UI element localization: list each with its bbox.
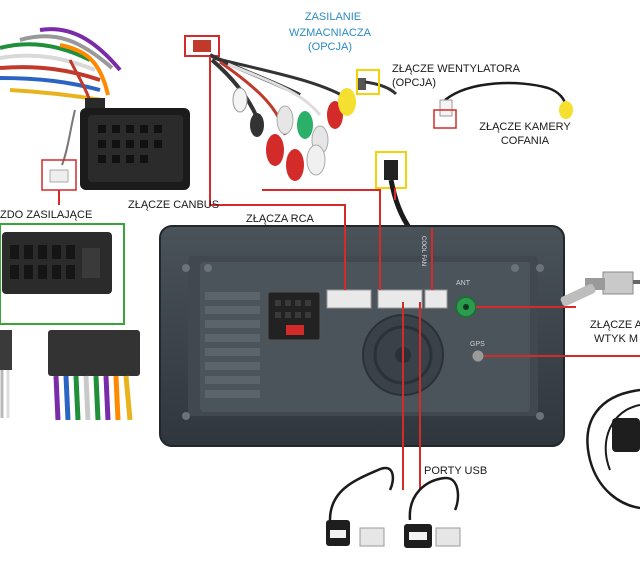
label-fan-connector: ZŁĄCZE WENTYLATORA (OPCJA) <box>392 63 520 89</box>
camera-connector <box>433 81 573 129</box>
rca-socket <box>377 289 423 309</box>
iso-plug-right <box>48 330 140 421</box>
rca-cable-bundle <box>184 35 398 181</box>
label-antenna: ZŁĄCZE A WTYK M <box>590 319 640 345</box>
label-canbus: ZŁĄCZE CANBUS <box>128 199 220 211</box>
canbus-socket <box>326 289 372 309</box>
label-amp-power-rest: WZMACNIACZA (OPCJA) <box>289 27 371 53</box>
quadlock-connector <box>80 98 190 190</box>
iso-harness-connector <box>0 223 125 325</box>
gps-silkscreen: GPS <box>470 341 485 348</box>
gps-port <box>471 349 485 363</box>
usb-cable <box>326 466 395 547</box>
label-amp-power: ZASILANIE <box>304 11 362 23</box>
usb-cable-2 <box>404 476 461 548</box>
callout-lines <box>58 56 640 490</box>
label-usb-ports: PORTY USB <box>424 465 488 477</box>
heatsink-fins <box>205 292 260 398</box>
harness-wire-bundle <box>0 27 122 166</box>
amp-power-highlight <box>356 69 380 95</box>
fan-socket <box>424 289 448 309</box>
head-unit-back <box>159 225 565 447</box>
iso-plug-left <box>0 330 12 418</box>
antenna-plug <box>560 271 640 307</box>
label-power-connector: ZDO ZASILAJĄCE <box>0 209 93 221</box>
label-camera-connector: ZŁĄCZE KAMERY COFANIA <box>479 121 571 147</box>
ant-silkscreen: ANT <box>456 280 471 287</box>
gps-antenna <box>586 388 640 510</box>
label-rca: ZŁĄCZA RCA <box>246 213 314 225</box>
cable-tag: COOL FAN <box>420 236 426 266</box>
canbus-connector <box>41 159 77 191</box>
